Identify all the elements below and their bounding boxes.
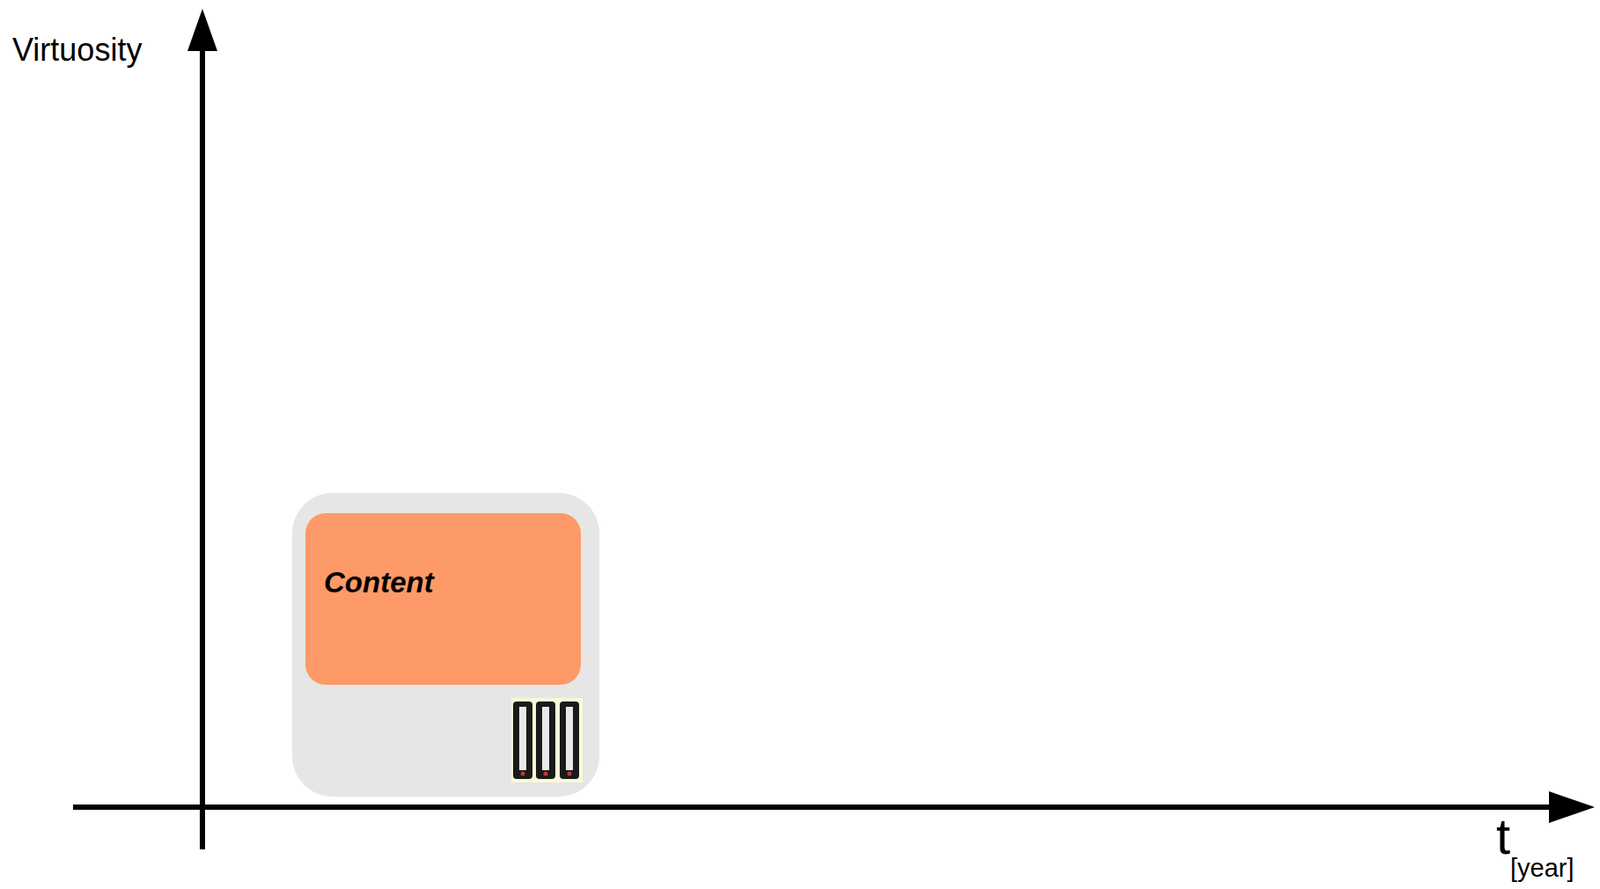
tape-label bbox=[542, 706, 550, 771]
axis-unit: [year] bbox=[1510, 853, 1575, 883]
tape-1 bbox=[513, 701, 533, 779]
tape-body bbox=[535, 701, 556, 779]
axis-label: Virtuosity bbox=[12, 31, 142, 69]
group-panel bbox=[292, 492, 600, 797]
y-axis bbox=[199, 44, 206, 850]
tape-label bbox=[565, 706, 573, 771]
axis-label: t bbox=[1496, 806, 1511, 866]
tape-2 bbox=[535, 701, 556, 779]
tape-background bbox=[511, 697, 583, 783]
tape-body bbox=[513, 701, 533, 779]
y-axis-head bbox=[187, 8, 218, 52]
content-box: Content bbox=[305, 513, 581, 685]
x-axis bbox=[73, 804, 1554, 810]
tape-dot bbox=[521, 771, 526, 777]
x-axis-head bbox=[1548, 791, 1595, 823]
tape-body bbox=[559, 701, 580, 779]
node-title: Content bbox=[323, 565, 434, 600]
tape-label bbox=[519, 706, 527, 771]
tape-dot bbox=[543, 771, 549, 777]
tape-dot bbox=[567, 771, 573, 777]
tape-illustration bbox=[511, 697, 583, 783]
tape-3 bbox=[559, 701, 580, 779]
